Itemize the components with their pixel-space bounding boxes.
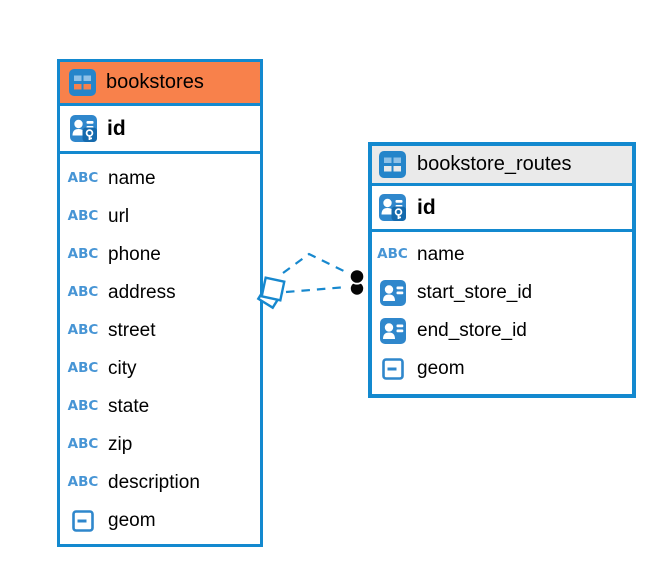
field-row[interactable]: ABC street: [60, 312, 260, 350]
text-type-icon: ABC: [67, 436, 99, 453]
field-row[interactable]: start_store_id: [372, 274, 632, 312]
field-label: city: [108, 358, 137, 379]
text-type-icon: ABC: [67, 322, 99, 339]
table-icon: [67, 69, 97, 96]
text-type-icon: ABC: [67, 246, 99, 263]
text-type-icon: ABC: [67, 170, 99, 187]
table-header[interactable]: bookstores: [60, 62, 260, 106]
table-icon: [377, 151, 408, 178]
relationship-line[interactable]: [285, 285, 348, 294]
field-label: geom: [417, 358, 465, 379]
field-list: ABC name start_store_id: [372, 232, 632, 388]
field-label: url: [108, 206, 130, 227]
primary-key-icon: [377, 194, 408, 221]
field-row[interactable]: end_store_id: [372, 312, 632, 350]
field-label: geom: [108, 510, 156, 531]
field-row[interactable]: ABC zip: [60, 426, 260, 464]
field-label: zip: [108, 434, 133, 455]
reference-type-icon: [377, 318, 408, 344]
field-row[interactable]: geom: [60, 502, 260, 540]
field-row[interactable]: ABC state: [60, 388, 260, 426]
field-label: phone: [108, 244, 161, 265]
field-label: street: [108, 320, 156, 341]
field-row[interactable]: ABC phone: [60, 236, 260, 274]
reference-type-icon: [377, 280, 408, 306]
field-label: end_store_id: [417, 320, 527, 341]
table-header[interactable]: bookstore_routes: [372, 146, 632, 186]
text-type-icon: ABC: [67, 474, 99, 491]
field-list: ABC name ABC url ABC phone ABC address A…: [60, 154, 260, 540]
text-type-icon: ABC: [67, 398, 99, 415]
field-row[interactable]: ABC url: [60, 198, 260, 236]
text-type-icon: ABC: [67, 284, 99, 301]
field-row[interactable]: geom: [372, 350, 632, 388]
text-type-icon: ABC: [67, 208, 99, 225]
field-row[interactable]: ABC name: [60, 160, 260, 198]
field-label: address: [108, 282, 176, 303]
geometry-type-icon: [68, 510, 98, 532]
text-type-icon: ABC: [377, 246, 408, 263]
field-label: name: [417, 244, 465, 265]
field-label: description: [108, 472, 200, 493]
primary-key-icon: [68, 115, 98, 142]
field-row[interactable]: ABC city: [60, 350, 260, 388]
table-bookstore-routes[interactable]: bookstore_routes id ABC name: [368, 142, 636, 398]
table-title: bookstores: [106, 71, 204, 93]
table-bookstores[interactable]: bookstores id ABC name: [57, 59, 263, 547]
relationship-line[interactable]: [282, 252, 353, 276]
field-label: state: [108, 396, 150, 417]
relationship-target-dot-marker: [348, 268, 366, 297]
primary-key-row[interactable]: id: [60, 106, 260, 154]
field-label: id: [417, 195, 436, 219]
field-label: id: [107, 116, 126, 140]
field-label: start_store_id: [417, 282, 533, 303]
field-row[interactable]: ABC description: [60, 464, 260, 502]
field-label: name: [108, 168, 156, 189]
geometry-type-icon: [377, 358, 408, 380]
table-title: bookstore_routes: [417, 153, 572, 175]
primary-key-row[interactable]: id: [372, 186, 632, 232]
field-row[interactable]: ABC address: [60, 274, 260, 312]
field-row[interactable]: ABC name: [372, 236, 632, 274]
text-type-icon: ABC: [67, 360, 99, 377]
